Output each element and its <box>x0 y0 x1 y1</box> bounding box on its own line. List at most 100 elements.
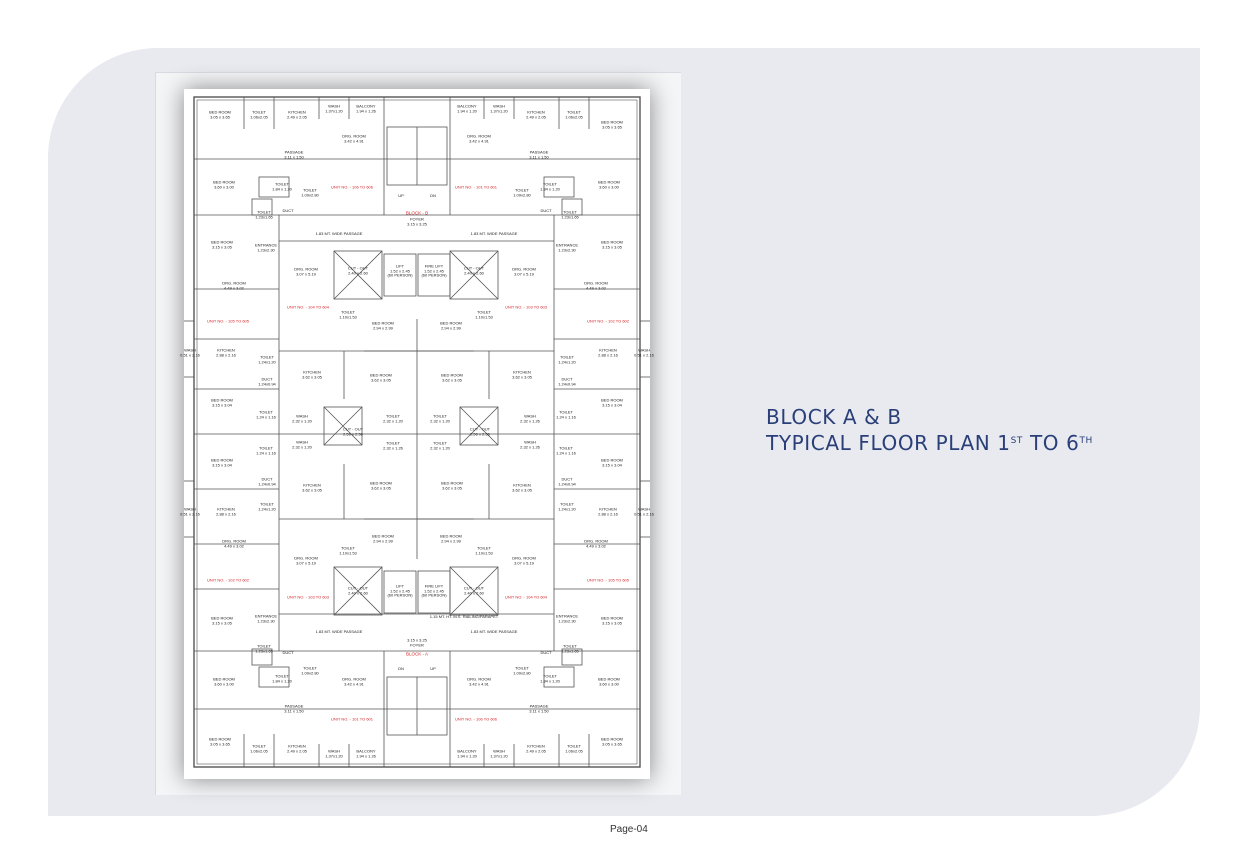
title-line-1: BLOCK A & B <box>766 405 902 429</box>
unit-label: UNIT NO. - 104 TO 604 <box>504 594 548 600</box>
passage-label: 1.83 MT. WIDE PASSAGE <box>470 628 518 634</box>
unit-label: UNIT NO. - 105 TO 605 <box>586 577 630 583</box>
title-line-2: TYPICAL FLOOR PLAN 1ST TO 6TH <box>766 431 1093 455</box>
room-label: DUCT <box>540 207 552 213</box>
page-number: Page-04 <box>610 824 648 835</box>
block-label: BLOCK - A <box>405 651 429 657</box>
passage-label: 1.83 MT. WIDE PASSAGE <box>315 628 363 634</box>
unit-label: UNIT NO. - 104 TO 604 <box>286 304 330 310</box>
stair-up-label: UP <box>398 192 404 198</box>
passage-label: 1.83 MT. WIDE PASSAGE <box>315 230 363 236</box>
unit-label: UNIT NO. - 106 TO 606 <box>330 184 374 190</box>
unit-label: UNIT NO. - 103 TO 603 <box>504 304 548 310</box>
unit-label: UNIT NO. - 106 TO 606 <box>454 716 498 722</box>
unit-label: UNIT NO. - 101 TO 601 <box>454 184 498 190</box>
railing-label: 1.15 MT. HT. M.S. RAILING/PARAPET <box>429 613 499 619</box>
floor-plan-drawing <box>184 96 650 768</box>
unit-label: UNIT NO. - 103 TO 603 <box>286 594 330 600</box>
